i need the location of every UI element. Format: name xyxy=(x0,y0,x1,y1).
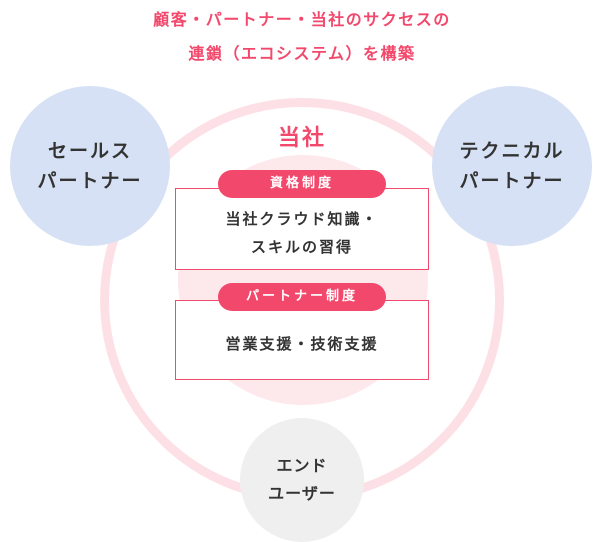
partner-program-badge: パートナー制度 xyxy=(218,283,386,311)
core-label: 当社 xyxy=(277,126,326,151)
technical-partner-node: テクニカル パートナー xyxy=(432,86,592,246)
end-user-node: エンド ユーザー xyxy=(240,418,364,542)
diagram-title-line-1: 顧客・パートナー・当社のサクセスの xyxy=(153,10,451,29)
end-user-label: エンド ユーザー xyxy=(268,456,336,503)
diagram-title-line-2: 連鎖（エコシステム）を構築 xyxy=(188,44,416,63)
certification-description: 当社クラウド知識・ スキルの習得 xyxy=(225,210,379,256)
sales-partner-label: セールス パートナー xyxy=(37,140,143,192)
partner-program-card: 営業支援・技術支援 xyxy=(175,300,429,380)
certification-card: 当社クラウド知識・ スキルの習得 xyxy=(175,188,429,270)
technical-partner-label: テクニカル パートナー xyxy=(459,140,565,192)
partner-program-description: 営業支援・技術支援 xyxy=(225,335,379,353)
certification-badge: 資格制度 xyxy=(218,170,386,198)
sales-partner-node: セールス パートナー xyxy=(10,86,170,246)
